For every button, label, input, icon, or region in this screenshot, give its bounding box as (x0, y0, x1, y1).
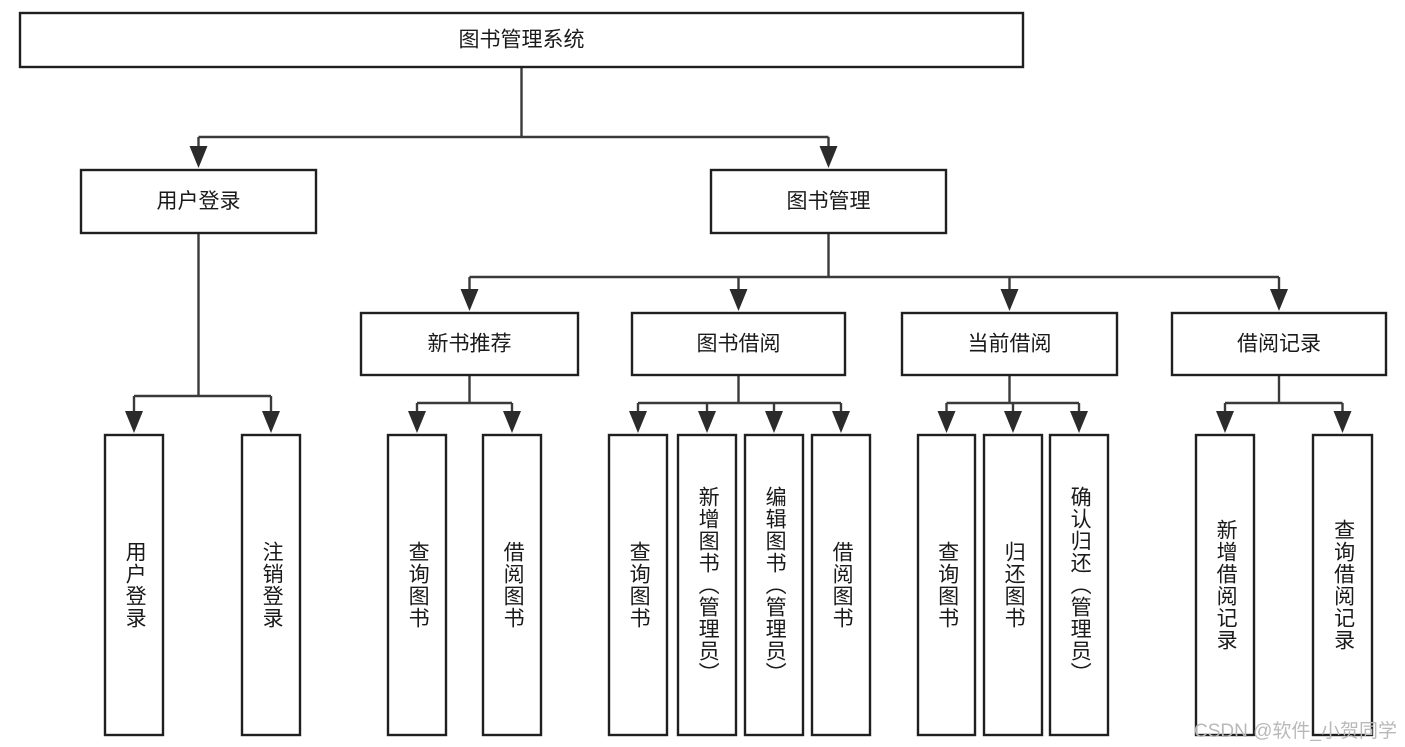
arrow-head (729, 289, 748, 311)
node-box-layer (18, 11, 1388, 737)
node-label-l3-0: 新书推荐 (428, 333, 512, 356)
node-label-l3-3: 借阅记录 (1237, 333, 1321, 356)
node-box-leaf-6[interactable] (743, 433, 805, 737)
node-box-leaf-0[interactable] (103, 433, 165, 737)
node-box-l2-1[interactable] (709, 168, 948, 235)
node-box-l3-3[interactable] (1170, 311, 1388, 377)
arrow-head (262, 411, 280, 433)
arrow-head (1333, 411, 1352, 433)
node-box-leaf-8[interactable] (916, 433, 977, 737)
arrow-head (765, 411, 783, 433)
node-box-l3-1[interactable] (630, 311, 847, 377)
arrow-head (629, 411, 647, 433)
node-box-l2-0[interactable] (79, 168, 318, 235)
arrow-head (1216, 411, 1234, 433)
node-box-leaf-5[interactable] (676, 433, 738, 737)
node-label-root-0: 图书管理系统 (459, 29, 585, 52)
node-box-leaf-12[interactable] (1311, 433, 1374, 737)
arrow-head (698, 411, 716, 433)
arrow-head (1270, 289, 1288, 311)
arrow-head (819, 146, 838, 168)
node-label-l2-0: 用户登录 (157, 190, 241, 213)
connector-layer (125, 67, 1352, 433)
node-label-l3-2: 当前借阅 (968, 333, 1052, 356)
arrow-head (460, 289, 479, 311)
arrow-head (1000, 289, 1019, 311)
arrow-head (1070, 411, 1088, 433)
node-label-l2-1: 图书管理 (787, 190, 871, 213)
node-box-l3-0[interactable] (359, 311, 580, 377)
node-box-l3-2[interactable] (900, 311, 1119, 377)
arrow-head (503, 411, 521, 433)
node-box-leaf-7[interactable] (810, 433, 872, 737)
arrow-head (832, 411, 850, 433)
node-box-leaf-2[interactable] (386, 433, 448, 737)
node-label-l3-1: 图书借阅 (697, 333, 781, 356)
node-box-root-0[interactable] (18, 11, 1025, 69)
arrow-head (408, 411, 426, 433)
node-box-leaf-4[interactable] (607, 433, 669, 737)
arrow-head (125, 411, 143, 433)
node-box-leaf-1[interactable] (240, 433, 302, 737)
node-box-leaf-9[interactable] (982, 433, 1044, 737)
arrow-head (189, 146, 208, 168)
node-box-leaf-11[interactable] (1194, 433, 1256, 737)
node-box-leaf-10[interactable] (1048, 433, 1110, 737)
node-box-leaf-3[interactable] (481, 433, 543, 737)
arrow-head (937, 411, 956, 433)
arrow-head (1004, 411, 1022, 433)
watermark-text: CSDN @软件_小贺同学 (1194, 721, 1397, 742)
